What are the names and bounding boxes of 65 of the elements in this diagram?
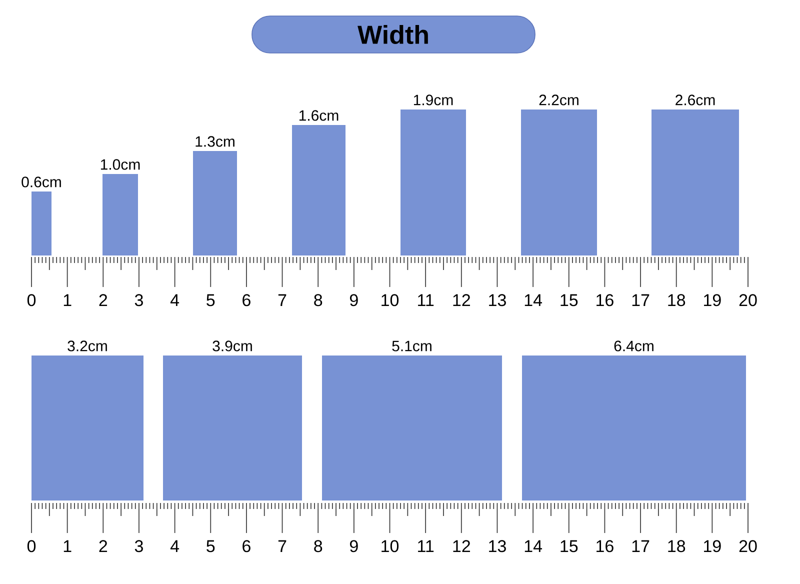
ruler-number: 14 <box>524 294 542 306</box>
ruler-number: 6 <box>242 294 250 306</box>
ruler-number: 17 <box>632 540 650 552</box>
ruler-number: 1 <box>64 294 72 306</box>
ruler-number: 3 <box>134 540 143 552</box>
node-label: 1.3cm <box>196 136 234 147</box>
node-label: 6.4cm <box>614 340 654 352</box>
node-label: 5.1cm <box>392 340 432 352</box>
ruler-number: 7 <box>278 294 286 306</box>
width-bar: 3.2cm <box>32 340 144 500</box>
ruler-number: 10 <box>382 540 399 552</box>
ruler-number: 16 <box>596 540 614 552</box>
ruler-number: 5 <box>206 540 215 552</box>
ruler-number: 15 <box>560 294 578 306</box>
width-bar: 1.6cm <box>292 110 346 256</box>
node-label: 2.6cm <box>676 94 715 106</box>
ruler-number: 13 <box>489 294 506 306</box>
ruler-number: 16 <box>596 294 614 306</box>
node-label: 0.6cm <box>22 176 61 188</box>
width-bar: 6.4cm <box>522 340 746 500</box>
ruler-number: 2 <box>99 540 108 552</box>
ruler-number: 10 <box>382 294 399 306</box>
width-bar: 1.0cm <box>100 159 140 256</box>
ruler-number: 3 <box>134 294 143 306</box>
ruler-number: 19 <box>704 294 721 306</box>
ruler-number: 0 <box>27 294 36 306</box>
ruler-number: 20 <box>739 294 757 306</box>
ruler-number: 8 <box>314 294 322 306</box>
width-bar: 2.6cm <box>652 94 739 256</box>
ruler-number: 18 <box>668 294 686 306</box>
ruler-number: 6 <box>242 540 250 552</box>
title-pill: Width <box>252 16 536 54</box>
node-label: 1.0cm <box>100 159 140 170</box>
ruler-number: 11 <box>418 294 434 306</box>
node-label: 3.9cm <box>212 340 252 352</box>
ruler-number: 2 <box>99 294 108 306</box>
ruler-number: 17 <box>632 294 650 306</box>
ruler-number: 13 <box>489 540 506 552</box>
ruler-number: 4 <box>170 540 180 552</box>
ruler-number: 0 <box>27 540 36 552</box>
ruler-number: 11 <box>418 540 434 552</box>
ruler-number: 14 <box>524 540 542 552</box>
width-bar: 1.3cm <box>193 136 237 256</box>
node-label: 1.9cm <box>414 94 453 106</box>
node-label: 2.2cm <box>539 94 578 106</box>
ruler-number: 12 <box>453 540 470 552</box>
ruler-number: 8 <box>314 540 322 552</box>
width-bar: 3.9cm <box>163 340 302 500</box>
width-bar: 0.6cm <box>22 176 61 256</box>
node-label: 3.2cm <box>68 340 107 352</box>
ruler-number: 12 <box>453 294 470 306</box>
ruler-number: 7 <box>278 540 286 552</box>
node-label: 1.6cm <box>299 110 338 121</box>
ruler-number: 1 <box>64 540 72 552</box>
width-bar: 5.1cm <box>322 340 502 500</box>
ruler-number: 15 <box>560 540 578 552</box>
ruler-number: 9 <box>350 540 358 552</box>
ruler-number: 20 <box>739 540 757 552</box>
ruler-number: 9 <box>350 294 358 306</box>
ruler-number: 19 <box>704 540 721 552</box>
width-bar: 1.9cm <box>400 94 466 256</box>
ruler-number: 5 <box>206 294 215 306</box>
width-bar: 2.2cm <box>521 94 597 256</box>
ruler-number: 4 <box>170 294 180 306</box>
ruler-number: 18 <box>668 540 686 552</box>
